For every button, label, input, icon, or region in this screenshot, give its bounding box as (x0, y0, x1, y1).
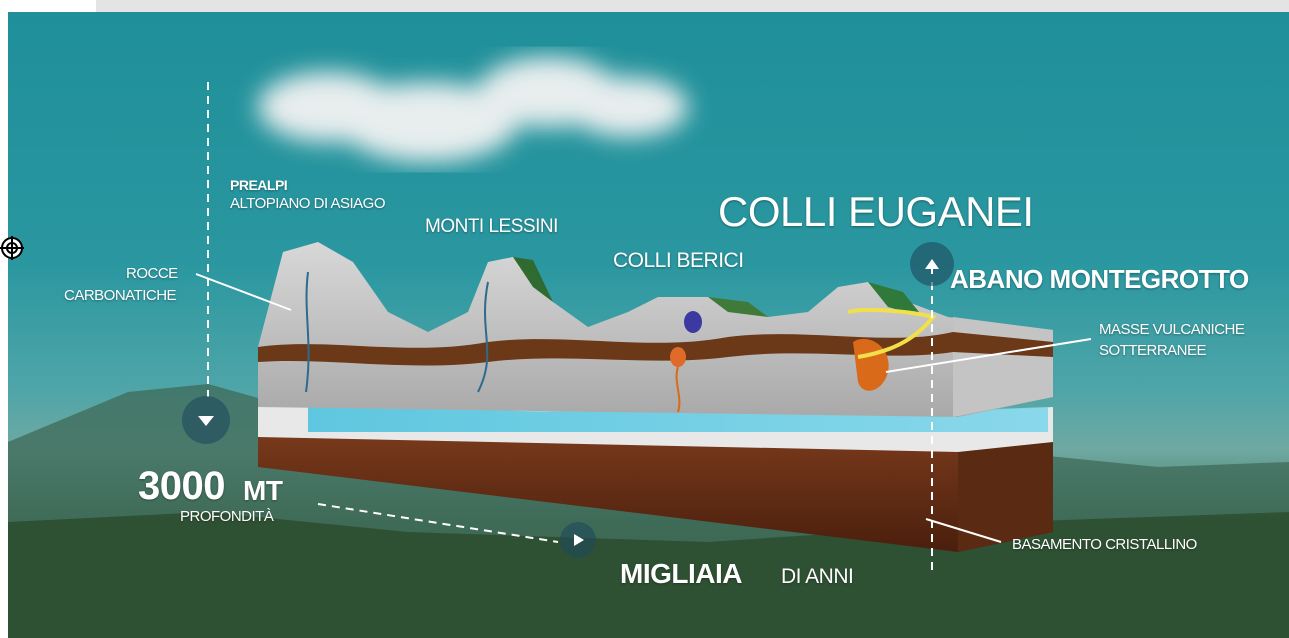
label-abano: ABANO MONTEGROTTO (950, 264, 1249, 295)
label-di-anni: DI ANNI (781, 565, 853, 589)
arrow-right-icon (560, 522, 596, 558)
label-rocce: ROCCE (126, 265, 178, 282)
arrow-down-icon (182, 396, 230, 444)
label-colli-euganei: COLLI EUGANEI (718, 188, 1034, 236)
label-migliaia: MIGLIAIA (620, 558, 742, 590)
cloud (258, 57, 688, 162)
label-prealpi: PREALPI (230, 177, 287, 193)
label-colli-berici: COLLI BERICI (613, 249, 744, 273)
label-monti-lessini: MONTI LESSINI (425, 216, 558, 238)
top-bar (96, 0, 1289, 12)
label-depth: PROFONDITÀ (180, 508, 273, 525)
diagram-stage: PREALPI ALTOPIANO DI ASIAGO MONTI LESSIN… (8, 12, 1289, 638)
label-depth-value: 3000 (138, 464, 225, 509)
label-carbonatiche: CARBONATICHE (64, 287, 176, 304)
label-basamento: BASAMENTO CRISTALLINO (1012, 536, 1197, 553)
label-depth-unit: MT (243, 475, 282, 507)
crosshair-icon[interactable] (0, 236, 26, 262)
label-sotterranee: SOTTERRANEE (1099, 342, 1206, 359)
arrow-up-icon (910, 242, 954, 286)
label-altopiano: ALTOPIANO DI ASIAGO (230, 195, 385, 212)
label-masse: MASSE VULCANICHE (1099, 321, 1244, 338)
